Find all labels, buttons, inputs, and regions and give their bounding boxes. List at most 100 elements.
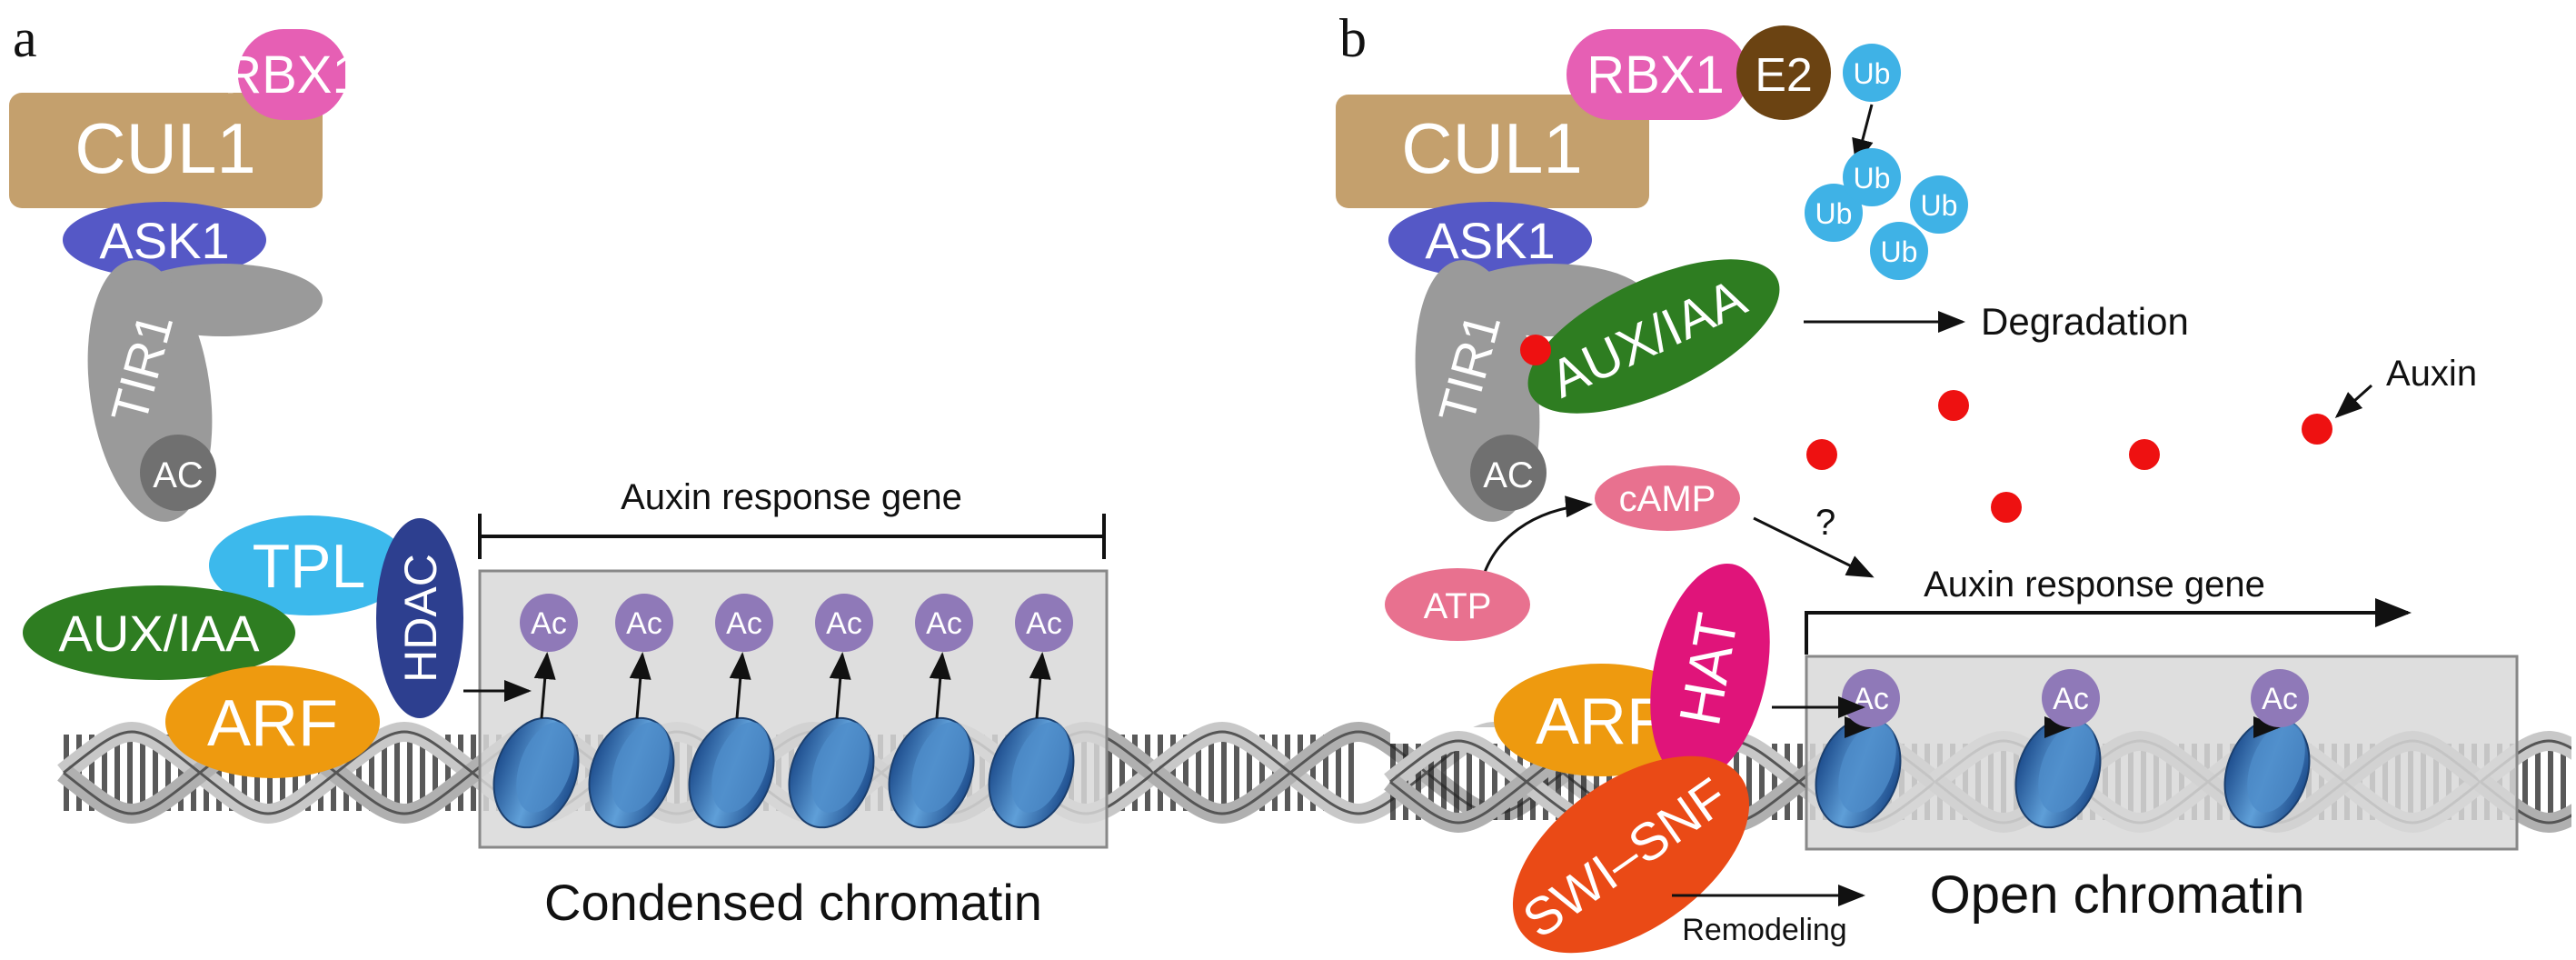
auxin-dot [1991,492,2022,523]
ub-label-0: Ub [1854,57,1891,90]
degradation-label: Degradation [1981,300,2189,343]
e2-label: E2 [1755,49,1813,102]
acetyl-label: Ac [1853,682,1889,716]
acetyl-circle [815,594,873,652]
ub-label-4: Ub [1921,189,1958,222]
gene-bracket-a [478,514,1106,559]
acetyl-marks-b: Ac Ac Ac [1842,669,2309,738]
acetyl-circle [915,594,973,652]
hdac-ellipse [376,518,463,718]
ub-label-2: Ub [1854,162,1891,195]
auxin-dot [2302,414,2332,445]
ub-label-3: Ub [1881,235,1918,268]
nucleosome [2223,716,2311,829]
ubiquitin-group: Ub Ub Ub Ub Ub [1805,44,1968,280]
auxin-pointer-arrow [2334,384,2373,419]
ub-circle-chain [1870,222,1928,280]
acetyl-arrow [1029,652,1051,719]
acetyl-arrow [533,652,556,719]
chromatin-label-b: Open chromatin [1930,865,2305,925]
ub-circle-chain [1843,148,1901,206]
remodeling-label: Remodeling [1682,913,1846,947]
rbx1-label-b: RBX1 [1586,45,1725,105]
atp-ellipse [1385,568,1530,641]
aux-iaa-ellipse-a [23,585,295,680]
camp-to-gene-arrow [1753,516,1875,578]
atp-label: ATP [1424,586,1492,626]
acetyl-circle [715,594,773,652]
cul1-box-a [9,93,323,208]
arf-label-b: ARF [1536,685,1666,758]
rbx1-ellipse-b [1566,29,1748,120]
nucleosome [788,716,875,829]
acetyl-arrow [929,652,951,719]
tir1-a: TIR1 AC [87,260,323,522]
acetyl-arrow [629,652,651,719]
e2-circle [1736,25,1831,120]
nucleosomes-a [492,716,1075,829]
aux-iaa-label-a: AUX/IAA [59,605,261,662]
acetyl-circle [615,594,673,652]
camp-label: cAMP [1619,479,1716,519]
acetyl-arrow [729,652,751,719]
nucleosome [888,716,975,829]
arf-label-a: ARF [207,687,338,760]
rbx1-label-a: RBX1 [224,45,362,105]
auxin-dot [2129,439,2160,470]
cul1-label-b: CUL1 [1401,108,1582,188]
ask1-ellipse-a [63,202,266,278]
ub-label-1: Ub [1815,197,1853,230]
nucleosome [492,716,580,829]
nucleosome [688,716,775,829]
acetyl-circle [2251,669,2309,727]
acetyl-label: Ac [2053,682,2089,716]
panel-a-letter: a [13,8,37,68]
auxin-molecules [1520,335,2332,523]
auxin-dot [1938,390,1969,421]
ac-domain-b [1470,435,1547,511]
nucleosome [588,716,675,829]
acetyl-label: Ac [626,606,662,641]
open-chromatin-box [1805,655,2519,851]
ac-label-b: AC [1483,455,1534,495]
acetyl-label: Ac [926,606,962,641]
auxin-label: Auxin [2386,354,2477,394]
arf-ellipse-a [165,665,380,778]
ac-domain-a [140,435,216,511]
acetyl-label: Ac [1026,606,1062,641]
acetyl-circle [2042,669,2100,727]
question-mark: ? [1815,503,1835,543]
ac-label-a: AC [153,455,204,495]
acetyl-label: Ac [2262,682,2298,716]
gene-label-a: Auxin response gene [621,477,962,517]
acetyl-label: Ac [531,606,567,641]
tpl-label: TPL [253,532,366,601]
gene-arrow-b [1805,598,2412,655]
acetyl-circle [1015,594,1073,652]
ask1-ellipse-b [1388,202,1592,278]
ask1-label-a: ASK1 [99,212,229,269]
cul1-label-a: CUL1 [75,108,255,188]
nucleosome [1815,716,1902,829]
auxin-dot [1520,335,1551,365]
acetyl-arrow [829,652,851,719]
ask1-label-b: ASK1 [1425,212,1555,269]
panel-b-letter: b [1339,8,1367,68]
acetyl-circle [520,594,578,652]
panel-b: b Auxin response gene Ac Ac Ac CUL1 [1336,8,2576,954]
acetyl-label: Ac [826,606,862,641]
ub-circle-chain [1910,175,1968,234]
tpl-ellipse [209,515,409,615]
chromatin-label-a: Condensed chromatin [544,874,1042,931]
cul1-box-b [1336,95,1649,208]
gene-label-b: Auxin response gene [1924,565,2265,605]
hat: HAT [1650,563,1770,783]
auxin-dot [1806,439,1837,470]
hdac-label: HDAC [395,554,446,683]
nucleosome [988,716,1075,829]
ub-circle-chain [1805,184,1863,242]
camp-ellipse [1595,465,1740,531]
